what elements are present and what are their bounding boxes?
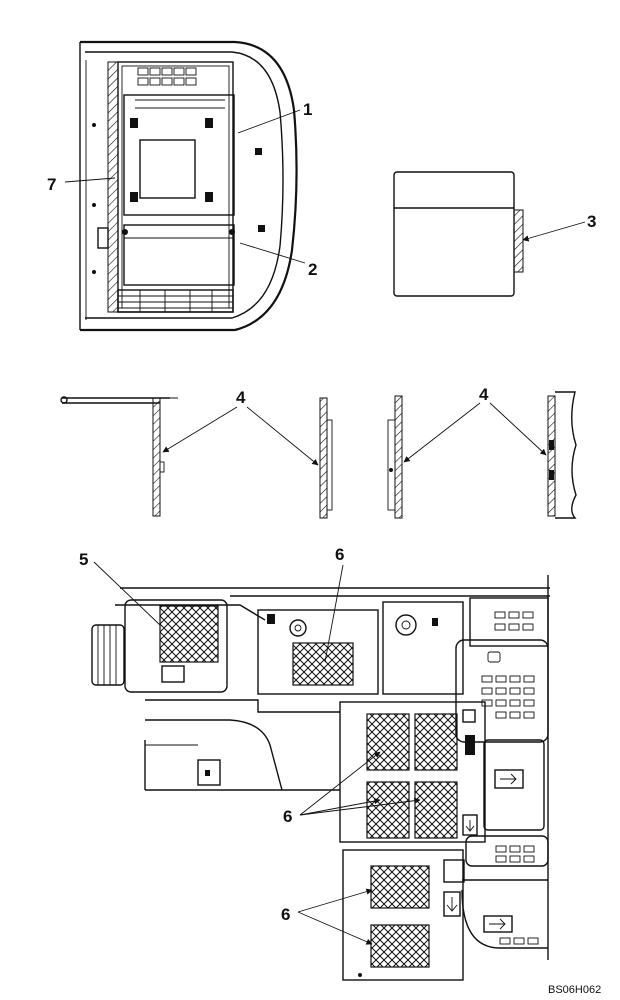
leader-line-6b-2 xyxy=(299,797,381,816)
leader-line-6c-1 xyxy=(297,888,373,913)
callout-5: 5 xyxy=(79,550,88,569)
callout-6b: 6 xyxy=(283,807,292,826)
leader-line-1 xyxy=(237,109,301,134)
callout-1: 1 xyxy=(303,100,312,119)
leader-line-6a xyxy=(324,564,344,663)
leader-line-4b-right xyxy=(489,402,547,456)
panel-part-3 xyxy=(393,171,524,297)
seal-profiles xyxy=(60,391,577,519)
callout-6a: 6 xyxy=(335,545,344,564)
callout-3: 3 xyxy=(587,212,596,231)
cab-top-view xyxy=(79,40,298,332)
leader-line-4a-right xyxy=(246,406,319,466)
leader-line-6c-2 xyxy=(297,911,373,945)
leader-line-7 xyxy=(64,177,116,183)
leader-line-3 xyxy=(522,221,586,242)
callout-4b: 4 xyxy=(479,385,489,404)
leader-line-4b-left xyxy=(403,402,481,463)
callout-6c: 6 xyxy=(281,905,290,924)
machine-side-view xyxy=(91,575,550,981)
leader-line-2 xyxy=(239,242,306,264)
callout-4a: 4 xyxy=(236,388,246,407)
leader-line-6b-3 xyxy=(299,797,421,816)
callout-2: 2 xyxy=(308,260,317,279)
leader-line-4a-left xyxy=(162,406,238,453)
leader-line-5 xyxy=(93,561,161,626)
figure-code: BS06H062 xyxy=(548,984,601,996)
leader-line-6b-1 xyxy=(299,751,381,816)
callout-7: 7 xyxy=(47,175,56,194)
